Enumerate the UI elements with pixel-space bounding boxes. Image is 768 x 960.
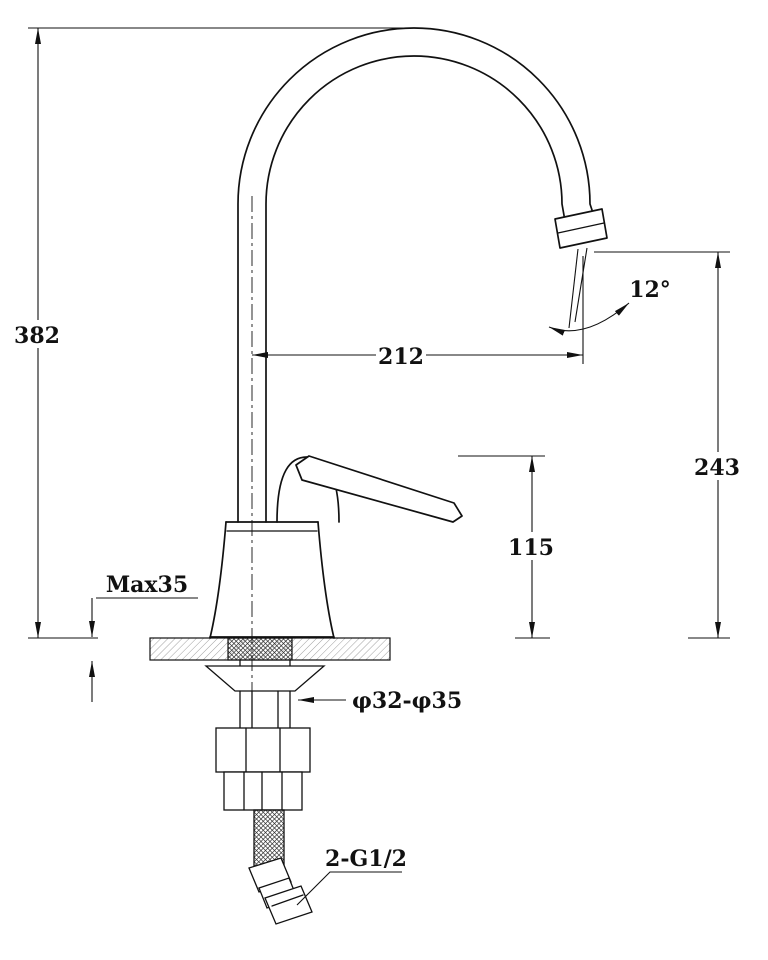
faucet-spout	[237, 27, 595, 523]
dimension-spout-reach: 212	[252, 256, 584, 370]
connection-thread-label: 2-G1/2	[325, 846, 407, 872]
mounting-nut-lower	[223, 771, 303, 811]
countertop-section	[149, 637, 391, 661]
mounting-hardware	[204, 659, 326, 811]
spout-aerator	[554, 208, 608, 249]
threaded-shank	[227, 637, 293, 661]
hose-fitting	[248, 857, 313, 925]
overall-height-label: 382	[14, 323, 60, 349]
max-deck-thickness-label: Max35	[106, 572, 188, 598]
outlet-angle-label: 12°	[629, 277, 671, 303]
dimension-max-deck-thickness: Max35	[89, 572, 198, 702]
dimension-overall-height: 382	[14, 27, 416, 639]
handle-lever	[295, 455, 463, 523]
supply-hose	[253, 809, 285, 867]
dimension-outlet-height: 243	[594, 251, 741, 639]
body-height-label: 115	[508, 535, 554, 561]
hole-diameter-label: φ32-φ35	[352, 688, 462, 714]
faucet-handle	[276, 455, 463, 523]
dimension-outlet-angle: 12°	[548, 247, 671, 336]
mounting-flange	[204, 665, 326, 692]
callout-connection-thread: 2-G1/2	[296, 846, 407, 906]
outlet-height-label: 243	[694, 455, 740, 481]
spout-reach-label: 212	[378, 344, 424, 370]
dimension-body-height: 115	[458, 455, 556, 639]
mounting-nut-upper	[215, 727, 311, 773]
faucet-base	[209, 521, 335, 639]
dimension-hole-diameter: φ32-φ35	[298, 688, 462, 714]
